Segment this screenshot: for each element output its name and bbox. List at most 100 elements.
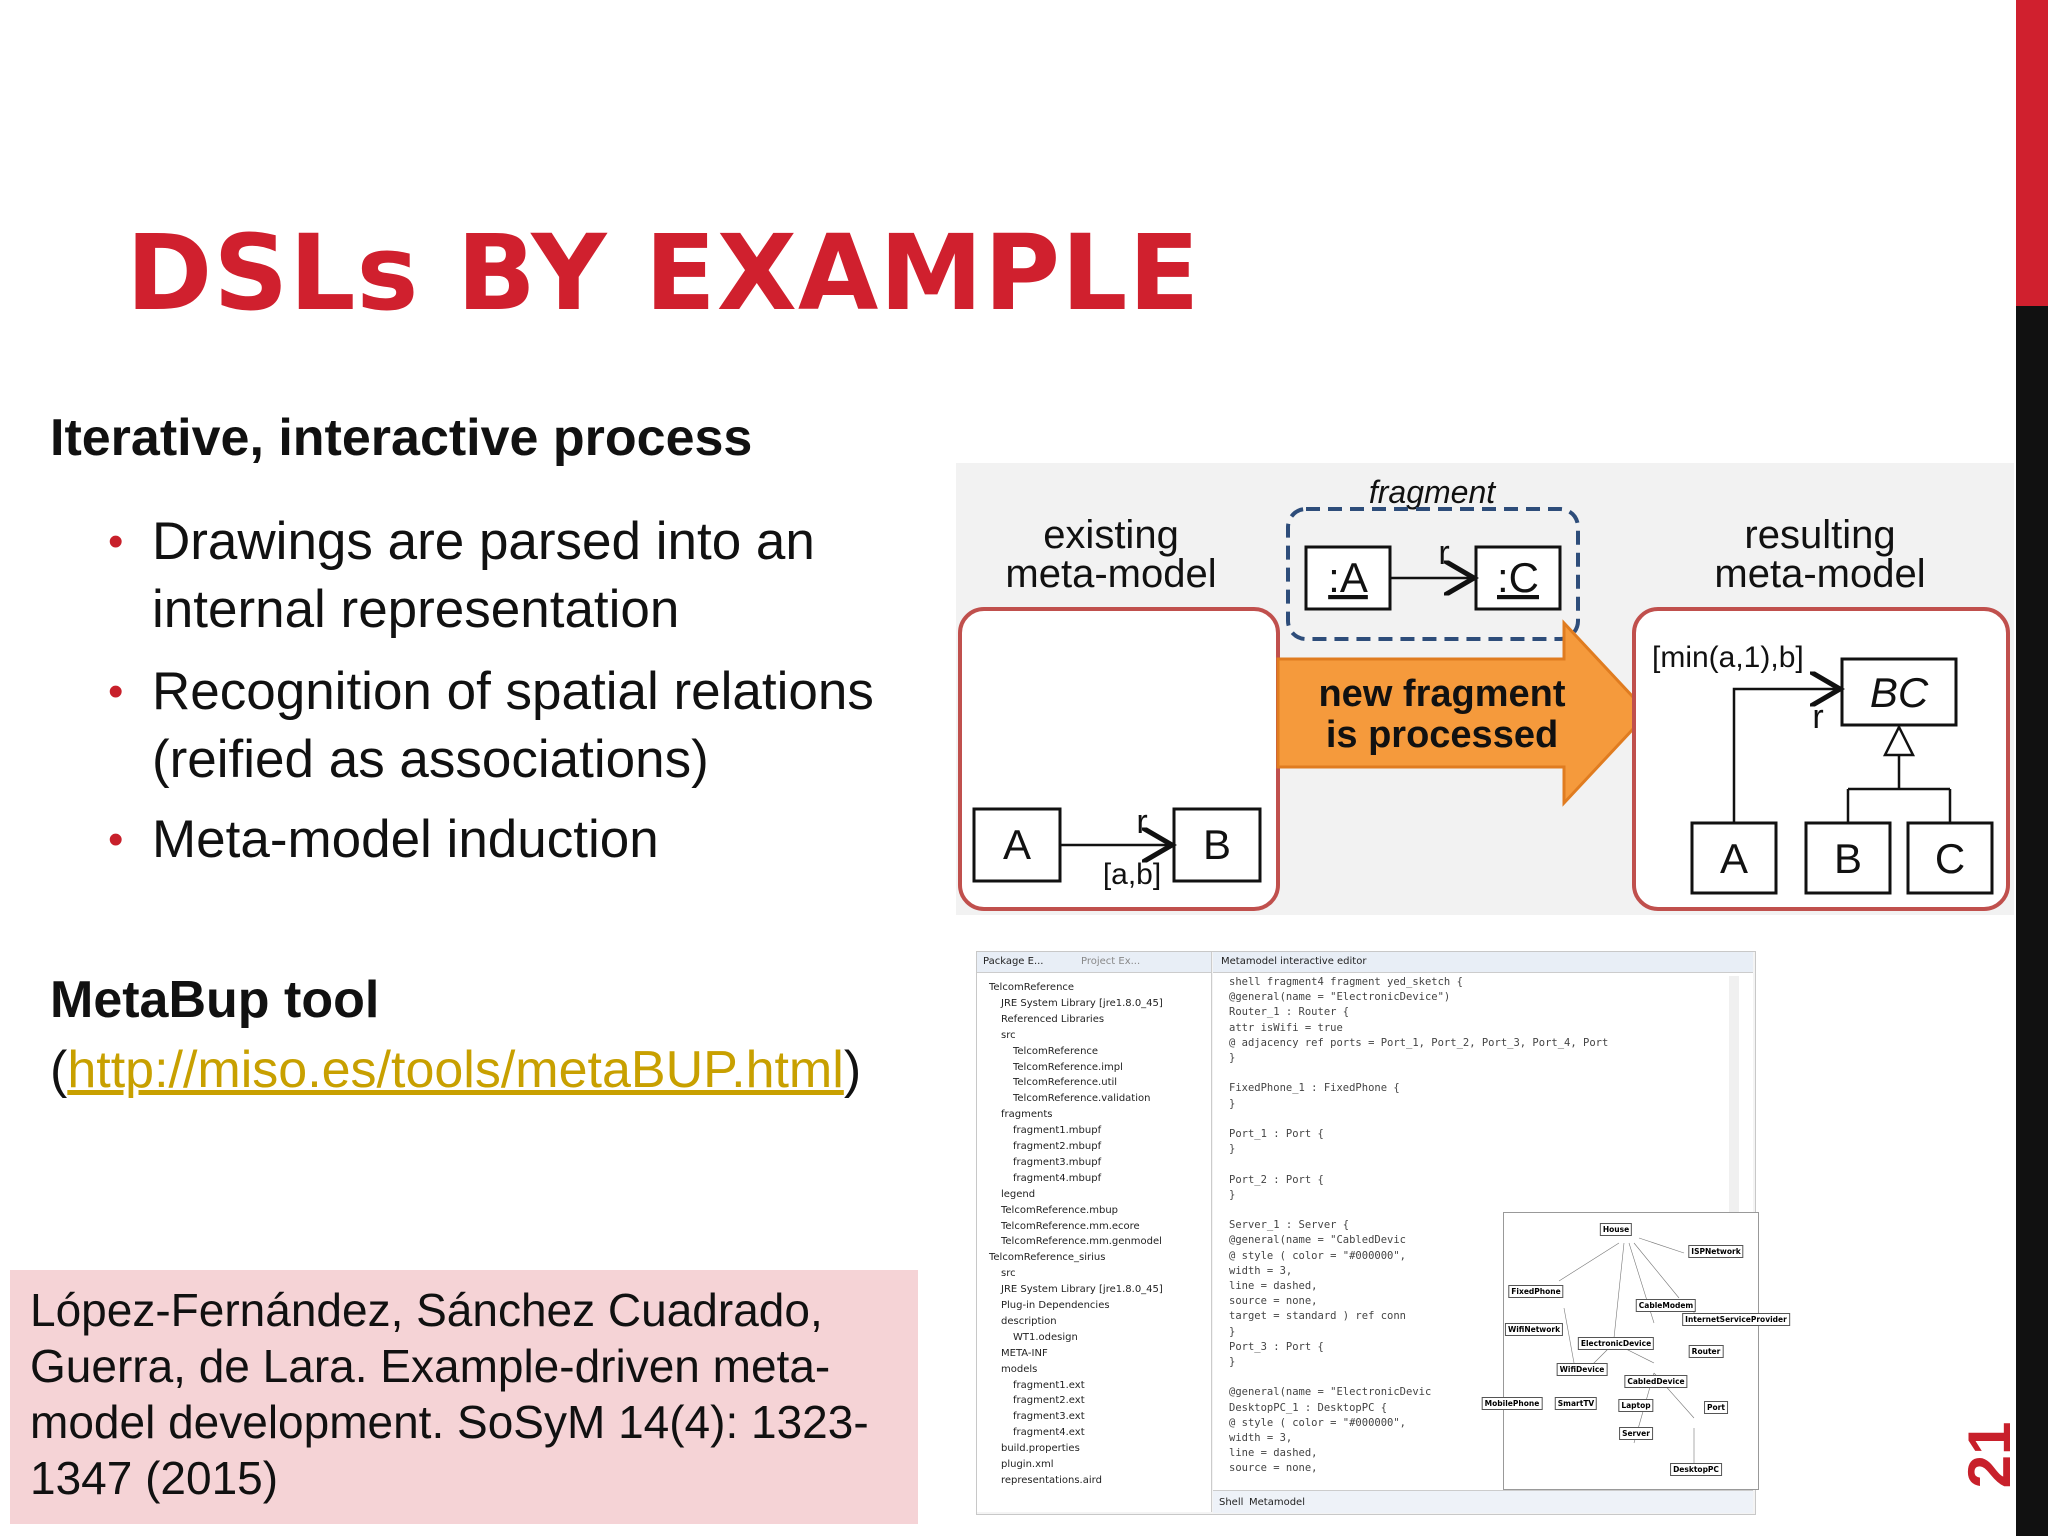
existing-role-label: r bbox=[1136, 803, 1147, 841]
graph-node: DesktopPC bbox=[1670, 1463, 1722, 1476]
tree-item[interactable]: fragment2.ext bbox=[1013, 1395, 1085, 1407]
tree-item[interactable]: description bbox=[1001, 1315, 1057, 1327]
tree-item[interactable]: Referenced Libraries bbox=[1001, 1013, 1105, 1025]
resulting-label-1: resulting bbox=[1744, 513, 1895, 557]
tree-item[interactable]: TelcomReference.mbup bbox=[1001, 1204, 1119, 1216]
existing-multiplicity-label: [a,b] bbox=[1103, 858, 1161, 891]
tree-item[interactable]: TelcomReference.validation bbox=[1013, 1093, 1151, 1105]
tree-item[interactable]: fragment4.mbupf bbox=[1013, 1172, 1102, 1184]
code-line: DesktopPC_1 : DesktopPC { bbox=[1229, 1401, 1388, 1414]
tab-metamodel-editor[interactable]: Metamodel interactive editor bbox=[1221, 956, 1367, 967]
code-line: source = none, bbox=[1229, 1295, 1318, 1308]
process-arrow-text-1: new fragment bbox=[1318, 673, 1565, 715]
bullet-dot-icon: • bbox=[108, 815, 124, 864]
editor-bottom-tabs: Shell Metamodel bbox=[1213, 1490, 1753, 1513]
code-line: line = dashed, bbox=[1229, 1447, 1318, 1460]
fragment-label: fragment bbox=[1369, 474, 1496, 510]
code-line: @general(name = "ElectronicDevice") bbox=[1229, 991, 1451, 1004]
tree-item[interactable]: fragments bbox=[1001, 1109, 1053, 1121]
side-bar-black bbox=[2016, 306, 2048, 1536]
process-arrow bbox=[1276, 619, 1651, 807]
tree-item[interactable]: plugin.xml bbox=[1001, 1459, 1054, 1470]
page-number: 21 bbox=[1956, 1421, 2023, 1489]
code-line: } bbox=[1229, 1356, 1236, 1368]
tab-metamodel[interactable]: Metamodel bbox=[1249, 1497, 1305, 1508]
resulting-class-b-label: B bbox=[1834, 835, 1862, 882]
tree-item[interactable]: TelcomReference.impl bbox=[1013, 1061, 1123, 1073]
code-line: @general(name = "CabledDevic bbox=[1229, 1234, 1407, 1247]
code-line: Server_1 : Server { bbox=[1229, 1219, 1350, 1232]
code-line: } bbox=[1229, 1143, 1236, 1156]
graph-node: House bbox=[1599, 1223, 1633, 1236]
tree-item[interactable]: TelcomReference.mm.genmodel bbox=[1001, 1236, 1162, 1248]
tab-package-explorer[interactable]: Package E... bbox=[983, 956, 1044, 967]
resulting-class-c bbox=[1906, 821, 1994, 895]
code-line: } bbox=[1229, 1325, 1236, 1338]
package-explorer-panel: Package E... Project Ex... TelcomReferen… bbox=[977, 952, 1212, 1512]
graph-node: WifiNetwork bbox=[1504, 1323, 1564, 1336]
editor-tabbar: Metamodel interactive editor bbox=[1213, 952, 1753, 973]
tree-item[interactable]: TelcomReference.util bbox=[1013, 1077, 1118, 1089]
graph-node: InternetServiceProvider bbox=[1682, 1313, 1790, 1326]
tool-link[interactable]: http://miso.es/tools/metaBUP.html bbox=[67, 1041, 844, 1099]
fragment-role-label: r bbox=[1438, 534, 1449, 572]
code-line: target = standard ) ref conn bbox=[1229, 1310, 1407, 1323]
graph-node: CabledDevice bbox=[1624, 1375, 1688, 1388]
existing-class-b-label: B bbox=[1203, 821, 1231, 868]
tree-item[interactable]: build.properties bbox=[1001, 1443, 1080, 1455]
code-line: @ style ( color = "#000000", bbox=[1229, 1249, 1407, 1262]
tree-item[interactable]: fragment1.ext bbox=[1013, 1379, 1085, 1391]
code-line: FixedPhone_1 : FixedPhone { bbox=[1229, 1082, 1400, 1095]
tree-item[interactable]: fragment2.mbupf bbox=[1013, 1141, 1102, 1152]
existing-label-1: existing bbox=[1043, 513, 1179, 557]
tree-item[interactable]: representations.aird bbox=[1001, 1474, 1102, 1486]
diagram-svg: existing meta-model A B r [a,b] fragment… bbox=[958, 474, 2010, 911]
graph-node: Router bbox=[1688, 1345, 1724, 1358]
tree-item[interactable]: fragment1.mbupf bbox=[1013, 1125, 1102, 1137]
resulting-role-label: r bbox=[1812, 698, 1823, 736]
paren-close: ) bbox=[843, 1041, 862, 1099]
tree-item[interactable]: JRE System Library [jre1.8.0_45] bbox=[1001, 1284, 1163, 1296]
tree-item[interactable]: Plug-in Dependencies bbox=[1001, 1300, 1110, 1311]
existing-label-2: meta-model bbox=[1005, 552, 1216, 596]
citation-text: López-Fernández, Sánchez Cuadrado, Guerr… bbox=[30, 1284, 869, 1504]
resulting-association-arrow bbox=[1732, 689, 1840, 823]
tree-item[interactable]: src bbox=[1001, 1268, 1016, 1280]
graph-node: Port bbox=[1704, 1401, 1728, 1414]
code-line: Port_3 : Port { bbox=[1229, 1340, 1324, 1353]
bullet-dot-icon: • bbox=[108, 517, 124, 566]
tree-item[interactable]: META-INF bbox=[1001, 1347, 1048, 1359]
tab-project-explorer[interactable]: Project Ex... bbox=[1081, 956, 1141, 967]
tree-item[interactable]: fragment3.mbupf bbox=[1013, 1156, 1102, 1168]
paren-open: ( bbox=[50, 1041, 68, 1099]
code-line: Router_1 : Router { bbox=[1229, 1006, 1350, 1019]
tree-item[interactable]: JRE System Library [jre1.8.0_45] bbox=[1001, 997, 1163, 1009]
tree-item[interactable]: src bbox=[1001, 1029, 1016, 1041]
bullet-text: Meta-model induction bbox=[152, 810, 659, 869]
section-heading-tool: MetaBup tool bbox=[50, 971, 380, 1029]
code-line: } bbox=[1229, 1188, 1236, 1201]
citation-box bbox=[10, 1270, 918, 1524]
tree-item[interactable]: fragment4.ext bbox=[1013, 1427, 1085, 1439]
code-line: source = none, bbox=[1229, 1462, 1318, 1475]
side-bar-red bbox=[2016, 0, 2048, 306]
code-line: line = dashed, bbox=[1229, 1280, 1318, 1292]
tree-item[interactable]: TelcomReference bbox=[989, 982, 1075, 993]
tree-item[interactable]: TelcomReference.mm.ecore bbox=[1001, 1220, 1140, 1232]
graph-node: Laptop bbox=[1618, 1399, 1654, 1412]
graph-node: FixedPhone bbox=[1508, 1285, 1564, 1298]
tree-item[interactable]: models bbox=[1001, 1363, 1038, 1375]
code-line: attr isWifi = true bbox=[1229, 1021, 1343, 1034]
tree-item[interactable]: WT1.odesign bbox=[1013, 1331, 1078, 1343]
fragment-object-a-label: :A bbox=[1328, 554, 1368, 601]
resulting-multiplicity-label: [min(a,1),b] bbox=[1652, 641, 1804, 674]
slide-title: DSLs BY EXAMPLE bbox=[126, 212, 1201, 334]
resulting-class-c-label: C bbox=[1935, 835, 1965, 882]
tree-item[interactable]: fragment3.ext bbox=[1013, 1411, 1085, 1423]
tree-item[interactable]: legend bbox=[1001, 1188, 1036, 1200]
code-line: Port_1 : Port { bbox=[1229, 1128, 1324, 1140]
tree-item[interactable]: TelcomReference bbox=[1013, 1045, 1099, 1057]
tab-shell[interactable]: Shell bbox=[1219, 1497, 1244, 1508]
tree-item[interactable]: TelcomReference_sirius bbox=[989, 1252, 1106, 1264]
